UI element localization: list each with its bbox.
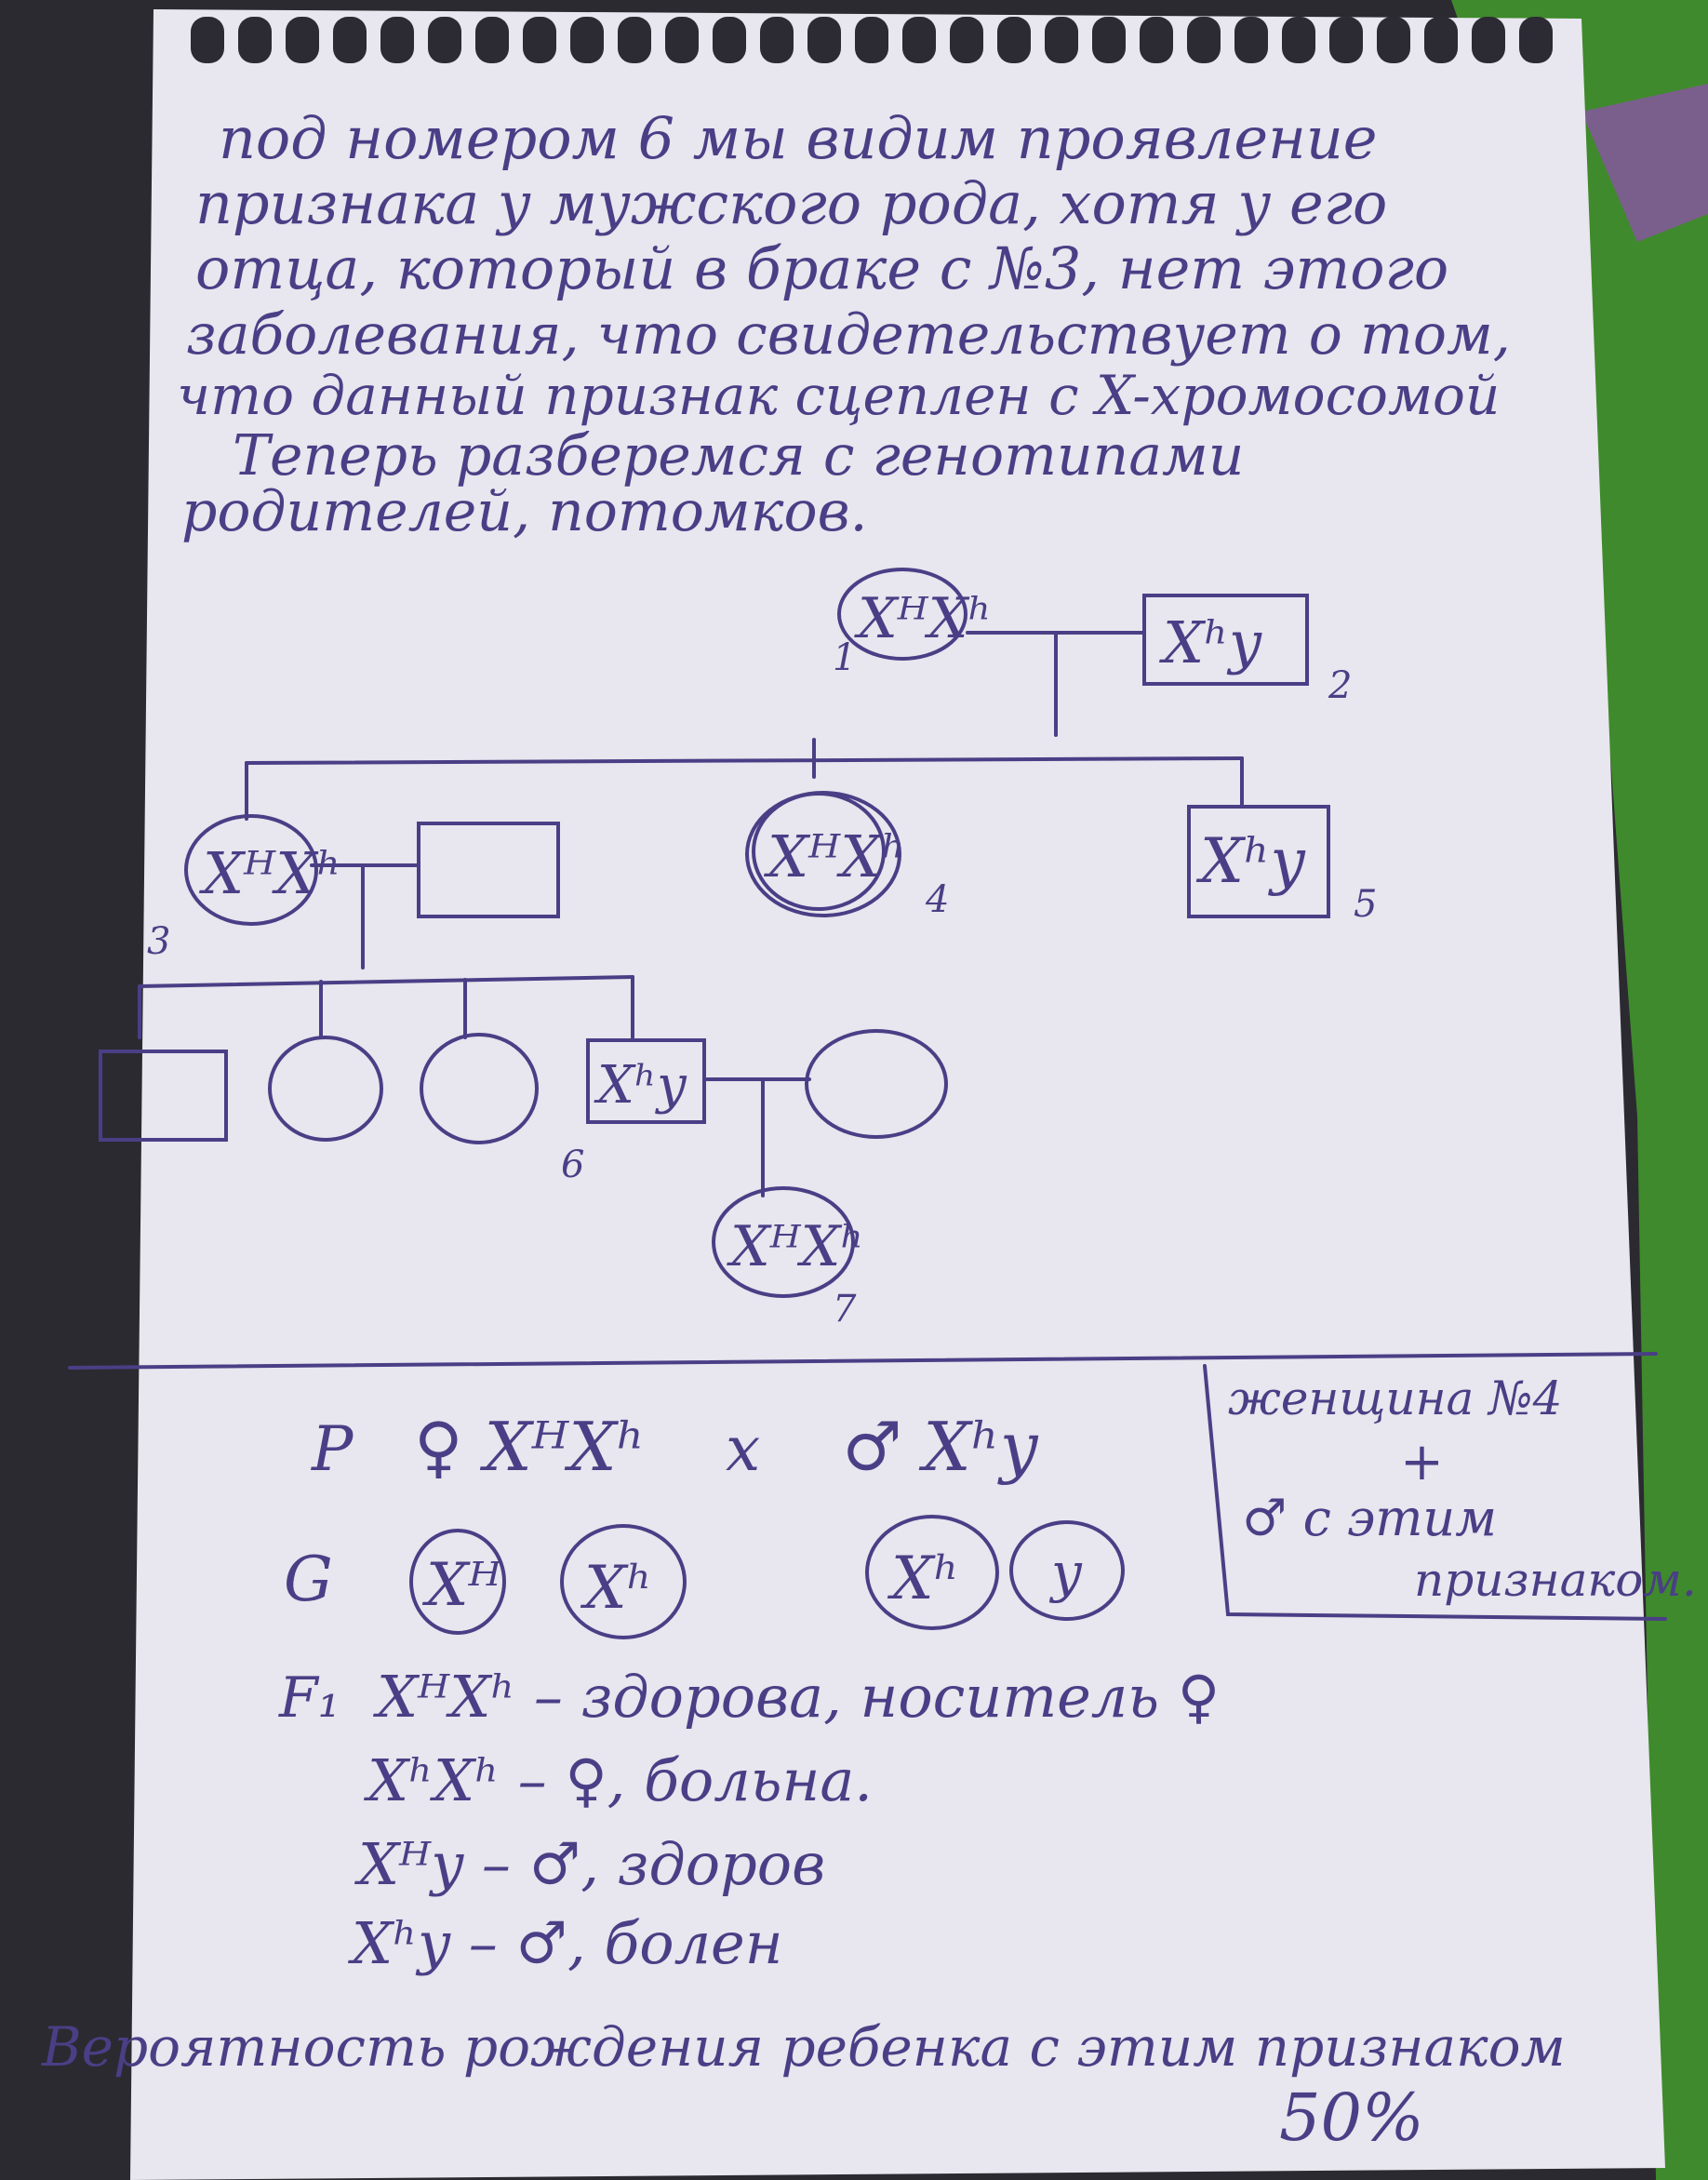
f1-label: F₁ [278, 1665, 340, 1731]
genotype-label: Xʰy [594, 1055, 687, 1116]
pedigree-individual-2: Xʰy 2 [1142, 594, 1352, 707]
female-symbol [712, 1186, 855, 1298]
probability-value: 50% [1279, 2080, 1424, 2156]
pedigree-female-unlabeled [805, 1029, 948, 1139]
note-line: что данный признак сцеплен с X-хромосомо… [177, 364, 1500, 427]
side-note-line: ♂ с этим [1242, 1489, 1497, 1547]
purple-object [1581, 84, 1708, 242]
conclusion: Вероятность рождения ребенка с этим приз… [41, 2015, 1566, 2156]
genotype-label: XᴴXʰ [854, 586, 992, 651]
g-label: G [284, 1544, 333, 1615]
offspring-line: XʰXʰ – ♀, больна. [364, 1746, 873, 1814]
gamete-circle [865, 1515, 999, 1630]
female-symbol [184, 814, 318, 926]
pedigree-male-unlabeled [99, 1050, 228, 1142]
side-note-line: + [1400, 1432, 1444, 1492]
female-symbol [837, 568, 967, 661]
section-divider [68, 1352, 1658, 1370]
male-symbol [1142, 594, 1309, 686]
individual-number: 3 [147, 920, 170, 963]
female-symbol-outline [745, 791, 901, 917]
p-female: ♀ XᴴXʰ [414, 1408, 646, 1486]
gamete-label: y [1048, 1541, 1083, 1604]
note-line: под номером 6 мы видим проявление [219, 104, 1377, 172]
pedigree-individual-5: Xʰy 5 [1187, 805, 1377, 926]
genotype-label: XᴴXʰ [199, 839, 341, 907]
genotype-label: XᴴXʰ [727, 1214, 864, 1279]
spiral-binding [191, 17, 1553, 63]
green-surface [1451, 0, 1708, 2180]
genotype-label: Xʰy [1195, 825, 1306, 897]
offspring-block: F₁ XᴴXʰ – здорова, носитель ♀ XʰXʰ – ♀, … [278, 1663, 1220, 1977]
individual-number: 2 [1328, 664, 1352, 707]
side-note-line: женщина №4 [1228, 1371, 1562, 1425]
gamete-label: Xʰ [887, 1545, 959, 1613]
offspring-line: Xʰy – ♂, болен [348, 1909, 783, 1977]
gamete-circle [560, 1524, 687, 1639]
notebook-page [130, 9, 1665, 2180]
note-line: признака у мужского рода, хотя у его [195, 169, 1387, 237]
pedigree-individual-7: XᴴXʰ 7 [712, 1186, 864, 1331]
gamete-circle [1009, 1520, 1125, 1621]
genotype-label: Xʰy [1159, 609, 1262, 676]
conclusion-line: Вероятность рождения ребенка с этим приз… [41, 2015, 1566, 2079]
individual-number: 6 [561, 1143, 584, 1186]
pedigree-female-unlabeled [268, 1036, 383, 1142]
parents-row: P ♀ XᴴXʰ x ♂ Xʰy [311, 1408, 1039, 1486]
pedigree-individual-6: Xʰy 6 [561, 1038, 706, 1186]
note-line: отца, который в браке с №3, нет этого [195, 234, 1448, 302]
individual-number: 7 [833, 1288, 857, 1331]
notes-block: под номером 6 мы видим проявление призна… [177, 104, 1511, 544]
gamete-circle [409, 1529, 506, 1635]
side-note-box: женщина №4 + ♂ с этим признаком. [1203, 1364, 1697, 1621]
pedigree-female-unlabeled [420, 1033, 539, 1144]
genotype-label: XᴴXʰ [764, 823, 906, 890]
p-male: ♂ Xʰy [842, 1408, 1039, 1486]
offspring-line: Xᴴy – ♂, здоров [354, 1830, 825, 1898]
individual-number: 1 [833, 636, 856, 679]
p-times: x [726, 1413, 760, 1485]
note-line: Теперь разберемся с генотипами [233, 423, 1244, 488]
note-line: родителей, потомков. [181, 479, 868, 544]
pedigree-individual-4: XᴴXʰ 4 [745, 791, 949, 921]
individual-number: 4 [925, 878, 949, 921]
individual-number: 5 [1354, 883, 1377, 926]
pedigree-male-unlabeled [417, 822, 560, 918]
pedigree-lines [138, 631, 1244, 1197]
gamete-label: Xʰ [580, 1554, 652, 1623]
pedigree-individual-3: XᴴXʰ 3 [147, 814, 341, 963]
male-symbol [586, 1038, 706, 1124]
male-symbol [1187, 805, 1330, 918]
pedigree-individual-1: XᴴXʰ 1 [833, 568, 992, 679]
gamete-label: Xᴴ [421, 1551, 502, 1620]
gametes-row: G Xᴴ Xʰ Xʰ y [284, 1515, 1125, 1639]
offspring-line: XᴴXʰ – здорова, носитель ♀ [373, 1663, 1220, 1731]
note-line: заболевания, что свидетельствует о том, [186, 302, 1511, 368]
p-label: P [311, 1413, 354, 1485]
side-note-line: признаком. [1414, 1553, 1697, 1607]
